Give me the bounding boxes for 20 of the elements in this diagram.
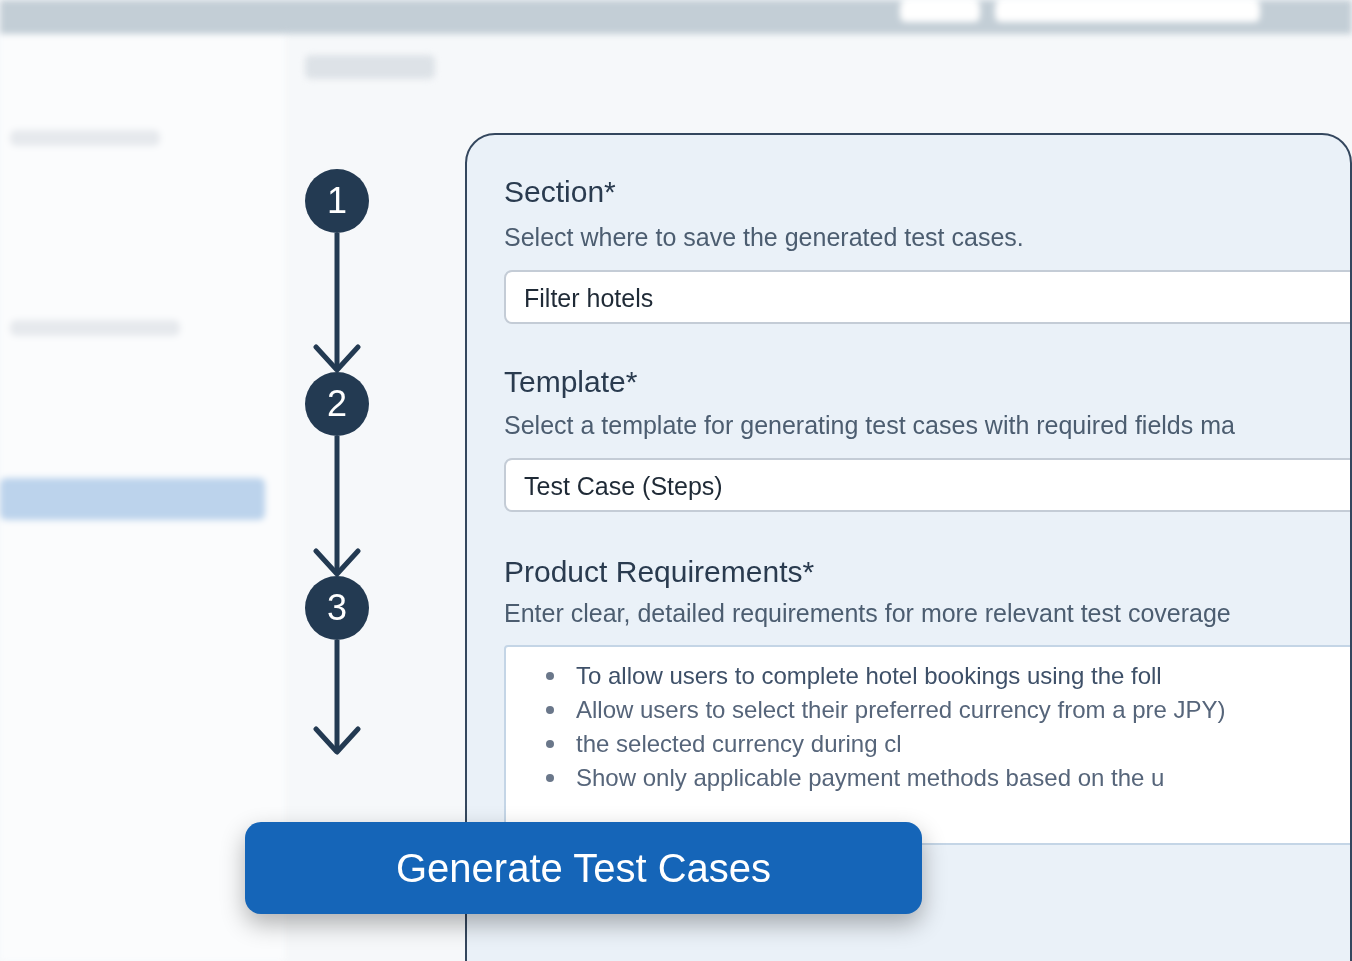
field-heading: Product Requirements* <box>504 555 815 589</box>
arrow <box>313 640 361 755</box>
field-heading: Template* <box>504 365 638 399</box>
helper-text: Select a template for generating test cases with required fields ma <box>504 411 1235 440</box>
step-number-circle: 2 <box>305 372 369 436</box>
generate-button: Generate Test Cases <box>245 822 922 914</box>
arrow <box>313 436 361 577</box>
helper-text: Enter clear, detailed requirements for more relevant test coverage <box>504 599 1231 628</box>
input-field: Test Case (Steps) <box>504 458 1350 512</box>
helper-text: Select where to save the generated test cases. <box>504 223 1024 252</box>
step-number-circle: 1 <box>305 169 369 233</box>
input-field: Filter hotels <box>504 270 1350 324</box>
step-number-circle: 3 <box>305 576 369 640</box>
bullet-item: To allow users to complete hotel bookings using the foll <box>576 662 1162 689</box>
field-heading: Section* <box>504 175 616 209</box>
bullet-item: the selected currency during cl <box>576 730 902 757</box>
text-area <box>504 645 1350 845</box>
bullet-item: Allow users to select their preferred currency from a pre JPY) <box>576 696 1226 723</box>
arrow <box>313 233 361 373</box>
bullet-item: Show only applicable payment methods based on the u <box>576 764 1165 791</box>
